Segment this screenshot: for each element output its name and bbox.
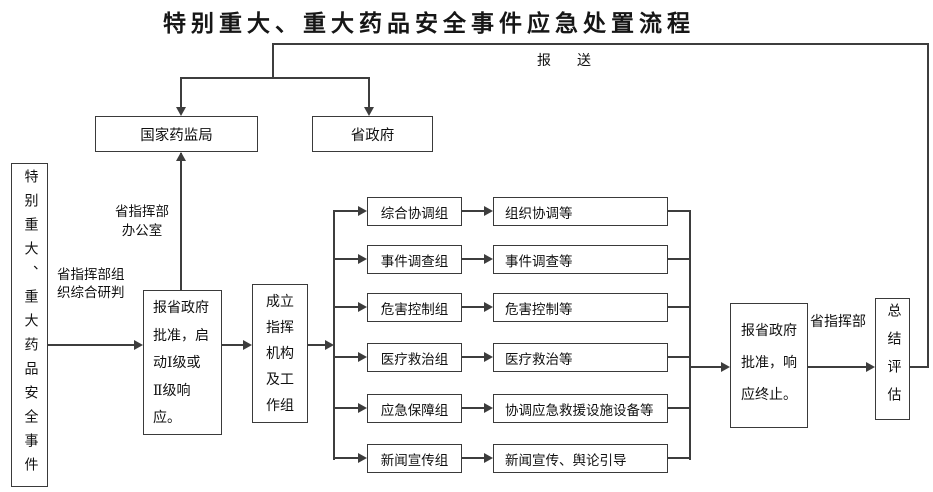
- collector-stub-line: [668, 258, 691, 260]
- edge-to-gov-line: [368, 77, 370, 108]
- arrowhead-to-nmpa: [176, 107, 186, 116]
- branch-line: [333, 407, 358, 409]
- collector-stub-line: [668, 210, 691, 212]
- distributor-rail-line: [333, 210, 335, 460]
- group-task-line: [462, 356, 484, 358]
- branch-line: [333, 306, 358, 308]
- branch-line: [333, 457, 358, 459]
- collector-rail-line: [689, 210, 691, 460]
- edge-end-to-summary-line: [808, 366, 868, 368]
- arrowhead-collector-to-end: [721, 362, 730, 372]
- branch-arrowhead: [358, 302, 367, 312]
- group-task-arrowhead: [484, 403, 493, 413]
- page-title: 特别重大、重大药品安全事件应急处置流程: [163, 11, 695, 36]
- node-group-news-publicity: 新闻宣传组: [367, 444, 462, 473]
- collector-stub-line: [668, 306, 691, 308]
- group-task-line: [462, 210, 484, 212]
- edge-label-commander: 省指挥部: [810, 315, 866, 330]
- group-task-line: [462, 407, 484, 409]
- edge-label-office: 省指挥部 办公室: [115, 204, 169, 238]
- node-approve-start-response: 报省政府 批准，启 动Ⅰ级或 Ⅱ级响 应。: [143, 290, 222, 435]
- edge-label-research: 省指挥部组 织综合研判: [57, 267, 125, 300]
- branch-arrowhead: [358, 254, 367, 264]
- edge-report-drop-line: [272, 43, 274, 79]
- node-task-investigation: 事件调查等: [493, 245, 668, 274]
- edge-incident-to-approve-line: [48, 344, 137, 346]
- node-incident-source: 特别重大、重大药品安全事件: [11, 163, 48, 487]
- arrowhead-incident-to-approve: [134, 340, 143, 350]
- node-group-hazard-control: 危害控制组: [367, 293, 462, 322]
- arrowhead-to-gov: [364, 107, 374, 116]
- edge-report-split-line: [180, 77, 370, 79]
- node-group-emergency-support: 应急保障组: [367, 394, 462, 423]
- arrowhead-office-up: [176, 152, 186, 161]
- group-task-line: [462, 306, 484, 308]
- edge-to-nmpa-line: [180, 77, 182, 108]
- group-task-line: [462, 258, 484, 260]
- edge-summary-to-rail-line: [910, 366, 929, 368]
- edge-report-top-line: [272, 43, 929, 45]
- edge-collector-to-end-line: [690, 366, 722, 368]
- node-nmpa: 国家药监局: [95, 116, 258, 152]
- group-task-arrowhead: [484, 352, 493, 362]
- node-approve-end-response: 报省政府 批准，响 应终止。: [730, 303, 808, 428]
- node-task-hazard-control: 危害控制等: [493, 293, 668, 322]
- node-group-medical-rescue: 医疗救治组: [367, 343, 462, 372]
- group-task-arrowhead: [484, 254, 493, 264]
- node-summary-evaluation: 总结评估: [875, 298, 910, 420]
- edge-report-right-line: [927, 43, 929, 368]
- arrowhead-end-to-summary: [866, 362, 875, 372]
- group-task-line: [462, 457, 484, 459]
- node-group-investigation: 事件调查组: [367, 245, 462, 274]
- branch-line: [333, 258, 358, 260]
- group-task-arrowhead: [484, 453, 493, 463]
- group-task-arrowhead: [484, 302, 493, 312]
- branch-arrowhead: [358, 206, 367, 216]
- node-task-coordination: 组织协调等: [493, 197, 668, 226]
- node-task-news-publicity: 新闻宣传、舆论引导: [493, 444, 668, 473]
- arrowhead-setup-to-distributor: [325, 340, 334, 350]
- node-task-medical-rescue: 医疗救治等: [493, 343, 668, 372]
- branch-arrowhead: [358, 403, 367, 413]
- collector-stub-line: [668, 457, 691, 459]
- edge-approve-to-setup-line: [222, 344, 245, 346]
- node-task-emergency-support: 协调应急救援设施设备等: [493, 394, 668, 423]
- node-provincial-government: 省政府: [312, 116, 433, 152]
- edge-setup-to-distributor-line: [308, 344, 327, 346]
- edge-label-report: 报送: [537, 54, 617, 69]
- branch-arrowhead: [358, 352, 367, 362]
- node-group-coordination: 综合协调组: [367, 197, 462, 226]
- edge-office-up-line: [180, 153, 182, 290]
- group-task-arrowhead: [484, 206, 493, 216]
- branch-line: [333, 210, 358, 212]
- collector-stub-line: [668, 356, 691, 358]
- node-setup-command: 成立 指挥 机构 及工 作组: [252, 284, 308, 423]
- branch-line: [333, 356, 358, 358]
- branch-arrowhead: [358, 453, 367, 463]
- arrowhead-approve-to-setup: [243, 340, 252, 350]
- collector-stub-line: [668, 407, 691, 409]
